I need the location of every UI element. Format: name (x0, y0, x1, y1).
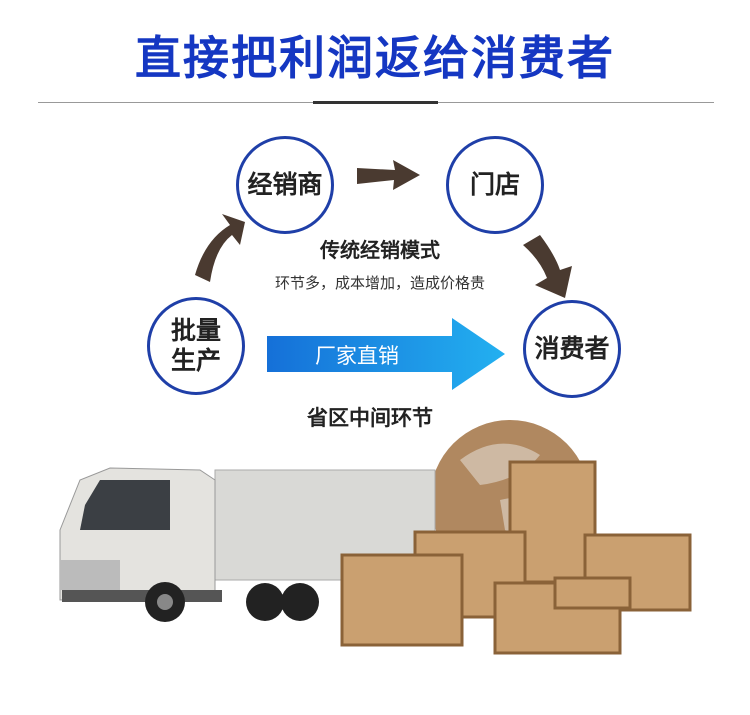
node-label: 生产 (170, 346, 221, 375)
arrow-up-right (195, 214, 245, 282)
crates (340, 460, 692, 655)
direct-sale-arrow (267, 318, 505, 390)
node-label: 门店 (469, 170, 520, 199)
node-batch-production: 批量 生产 (147, 297, 245, 395)
arrow-right (357, 160, 420, 190)
node-label: 消费者 (534, 334, 610, 363)
node-store: 门店 (446, 136, 544, 234)
node-distributor: 经销商 (236, 136, 334, 234)
direct-sale-note: 省区中间环节 (307, 406, 433, 430)
divider-accent (313, 101, 438, 104)
direct-sale-label: 厂家直销 (315, 344, 399, 368)
traditional-model-subtitle: 环节多，成本增加，造成价格贵 (274, 274, 485, 292)
traditional-model-title: 传统经销模式 (320, 238, 440, 262)
truck (59, 467, 436, 622)
node-label: 经销商 (247, 170, 323, 199)
arrow-down-right (523, 235, 572, 298)
node-label: 批量 (170, 316, 221, 345)
page-title: 直接把利润返给消费者 (135, 31, 615, 85)
node-consumer: 消费者 (523, 300, 621, 398)
